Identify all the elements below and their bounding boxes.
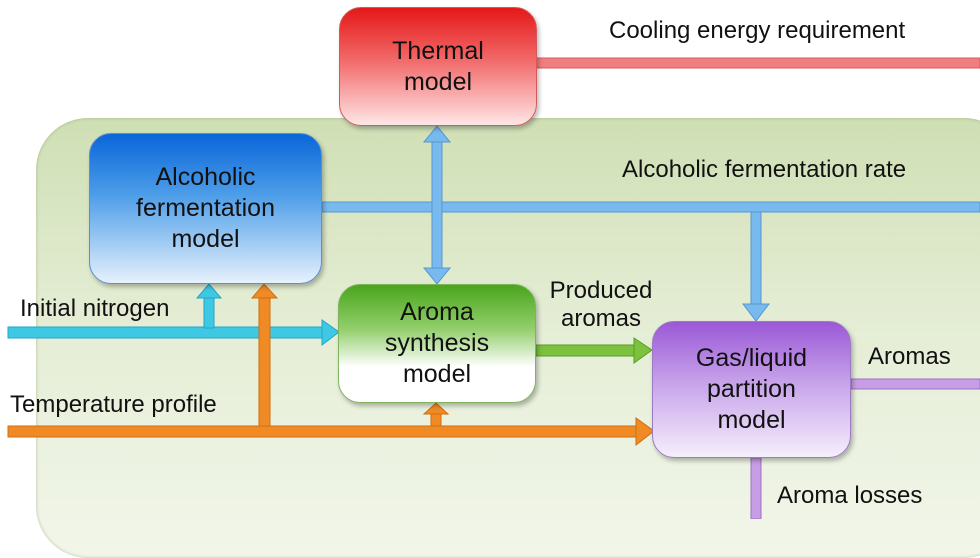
nitrogen-to-alcoholic-arrow bbox=[195, 283, 223, 329]
aromas-output-arrow bbox=[850, 378, 980, 390]
thermal-model-box: Thermal model bbox=[339, 7, 537, 126]
alcoholic-fermentation-model-box: Alcoholic fermentation model bbox=[89, 133, 322, 284]
aroma-losses-label: Aroma losses bbox=[777, 482, 923, 509]
gas-liquid-partition-model-label: Gas/liquid partition model bbox=[695, 344, 808, 434]
thermal-model-label: Thermal model bbox=[392, 36, 484, 96]
initial-nitrogen-label: Initial nitrogen bbox=[20, 295, 170, 322]
produced-aromas-arrow bbox=[535, 337, 653, 364]
produced-aromas-label: Produced aromas bbox=[549, 277, 653, 332]
temperature-profile-label: Temperature profile bbox=[10, 391, 217, 418]
aroma-synthesis-model-box: Aroma synthesis model bbox=[338, 284, 536, 403]
initial-nitrogen-arrow bbox=[7, 319, 340, 347]
diagram-canvas: Thermal model Alcoholic fermentation mod… bbox=[7, 7, 980, 558]
thermal-aroma-double-arrow bbox=[422, 125, 452, 285]
fermentation-rate-arrow bbox=[321, 201, 980, 213]
temperature-profile-arrow bbox=[7, 417, 655, 447]
fermentation-rate-label: Alcoholic fermentation rate bbox=[622, 156, 907, 183]
rate-to-partition-arrow bbox=[741, 211, 771, 322]
aromas-label: Aromas bbox=[868, 343, 951, 370]
cooling-energy-label: Cooling energy requirement bbox=[609, 17, 906, 44]
cooling-arrow bbox=[535, 57, 980, 69]
aroma-synthesis-model-label: Aroma synthesis model bbox=[384, 298, 490, 388]
aroma-losses-arrow bbox=[750, 457, 762, 519]
temperature-to-alcoholic-arrow bbox=[250, 283, 279, 427]
temperature-to-aroma-arrow bbox=[422, 402, 450, 427]
alcoholic-fermentation-model-label: Alcoholic fermentation model bbox=[136, 163, 275, 253]
connectors-layer bbox=[7, 57, 980, 519]
gas-liquid-partition-model-box: Gas/liquid partition model bbox=[652, 321, 851, 458]
